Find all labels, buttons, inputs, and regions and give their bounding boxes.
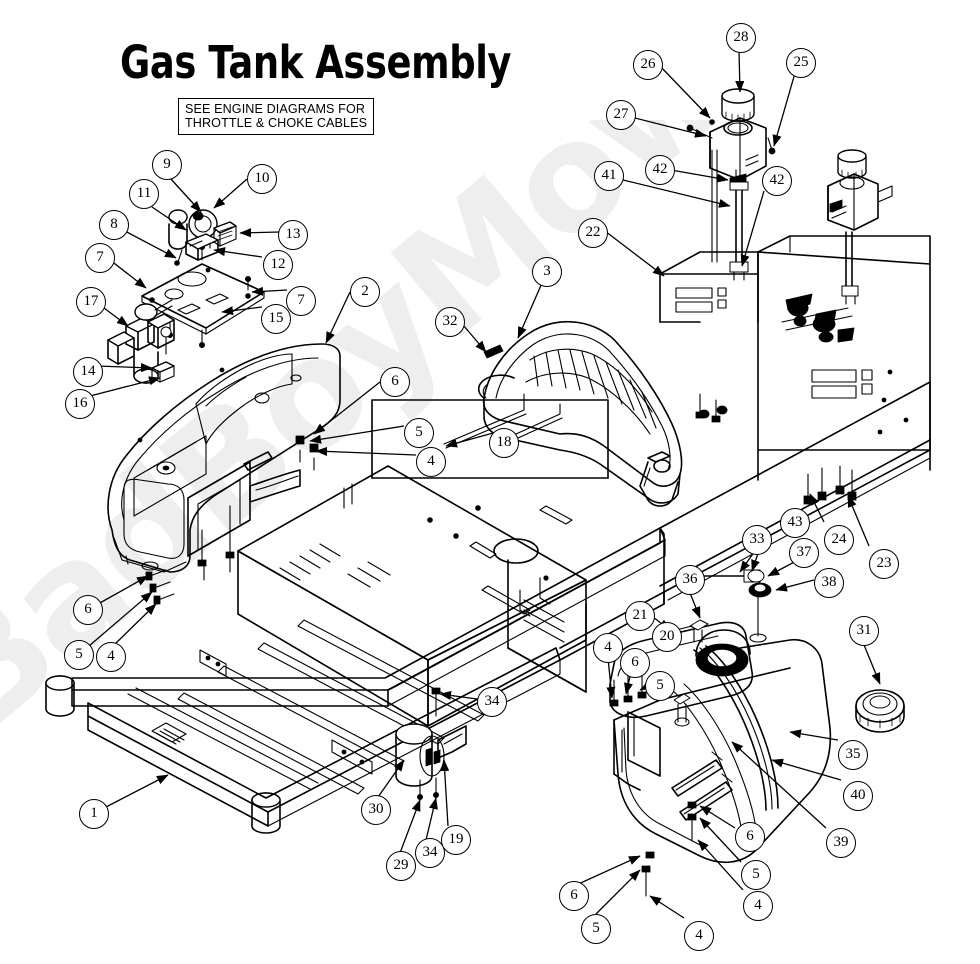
callout-10[interactable]: 10	[247, 164, 277, 194]
callout-8[interactable]: 8	[99, 210, 129, 240]
callout-4[interactable]: 4	[96, 642, 126, 672]
reference-note-box: SEE ENGINE DIAGRAMS FOR THROTTLE & CHOKE…	[178, 98, 375, 135]
callout-25[interactable]: 25	[786, 48, 816, 78]
loose-hardware	[145, 393, 857, 897]
callout-7[interactable]: 7	[85, 243, 115, 273]
callout-32[interactable]: 32	[435, 307, 465, 337]
callout-13[interactable]: 13	[278, 220, 308, 250]
callout-4[interactable]: 4	[743, 891, 773, 921]
reference-note-line1: SEE ENGINE DIAGRAMS FOR	[185, 102, 366, 116]
callout-34[interactable]: 34	[415, 838, 445, 868]
callout-42[interactable]: 42	[762, 166, 792, 196]
callout-15[interactable]: 15	[261, 304, 291, 334]
callout-40[interactable]: 40	[843, 781, 873, 811]
callout-19[interactable]: 19	[441, 825, 471, 855]
callout-27[interactable]: 27	[606, 100, 636, 130]
callout-39[interactable]: 39	[826, 828, 856, 858]
callout-16[interactable]: 16	[65, 389, 95, 419]
callout-36[interactable]: 36	[675, 565, 705, 595]
callout-12[interactable]: 12	[263, 250, 293, 280]
center-deck-plate	[237, 399, 609, 727]
callout-7[interactable]: 7	[286, 286, 316, 316]
fuel-valve-assembly	[107, 299, 175, 384]
canister-assembly	[395, 687, 467, 801]
page-title: Gas Tank Assembly	[120, 36, 512, 89]
callout-14[interactable]: 14	[73, 357, 103, 387]
callout-37[interactable]: 37	[789, 538, 819, 568]
callout-6[interactable]: 6	[559, 881, 589, 911]
callout-33[interactable]: 33	[742, 525, 772, 555]
callout-6[interactable]: 6	[73, 595, 103, 625]
callout-29[interactable]: 29	[386, 851, 416, 881]
callout-38[interactable]: 38	[814, 568, 844, 598]
callout-20[interactable]: 20	[652, 622, 682, 652]
callout-17[interactable]: 17	[76, 287, 106, 317]
callout-18[interactable]: 18	[489, 428, 519, 458]
callout-6[interactable]: 6	[735, 822, 765, 852]
callout-5[interactable]: 5	[64, 640, 94, 670]
callout-6[interactable]: 6	[620, 648, 650, 678]
callout-4[interactable]: 4	[416, 447, 446, 477]
callout-41[interactable]: 41	[594, 161, 624, 191]
callout-1[interactable]: 1	[79, 799, 109, 829]
ignition-switch-cluster	[168, 209, 237, 266]
rear-deck-panels	[659, 235, 931, 481]
callout-6[interactable]: 6	[380, 367, 410, 397]
fuel-tank-right-assembled	[827, 149, 893, 305]
callout-22[interactable]: 22	[578, 218, 608, 248]
callout-4[interactable]: 4	[593, 633, 623, 663]
left-fender	[107, 343, 341, 573]
callout-30[interactable]: 30	[361, 795, 391, 825]
callout-24[interactable]: 24	[824, 525, 854, 555]
callout-34[interactable]: 34	[477, 687, 507, 717]
callout-21[interactable]: 21	[625, 601, 655, 631]
callout-3[interactable]: 3	[532, 257, 562, 287]
callout-5[interactable]: 5	[404, 418, 434, 448]
right-fender-and-tank	[609, 569, 905, 864]
callout-31[interactable]: 31	[849, 616, 879, 646]
callout-26[interactable]: 26	[633, 50, 663, 80]
callout-9[interactable]: 9	[152, 150, 182, 180]
callout-5[interactable]: 5	[741, 860, 771, 890]
seat-cover-panel	[443, 320, 683, 507]
callout-43[interactable]: 43	[780, 508, 810, 538]
callout-5[interactable]: 5	[645, 671, 675, 701]
callout-42[interactable]: 42	[645, 155, 675, 185]
callout-5[interactable]: 5	[581, 914, 611, 944]
callout-2[interactable]: 2	[350, 277, 380, 307]
callout-28[interactable]: 28	[726, 23, 756, 53]
callout-35[interactable]: 35	[838, 740, 868, 770]
callout-11[interactable]: 11	[129, 179, 159, 209]
reference-note-line2: THROTTLE & CHOKE CABLES	[185, 116, 368, 130]
callout-23[interactable]: 23	[869, 549, 899, 579]
callout-4[interactable]: 4	[684, 921, 714, 951]
